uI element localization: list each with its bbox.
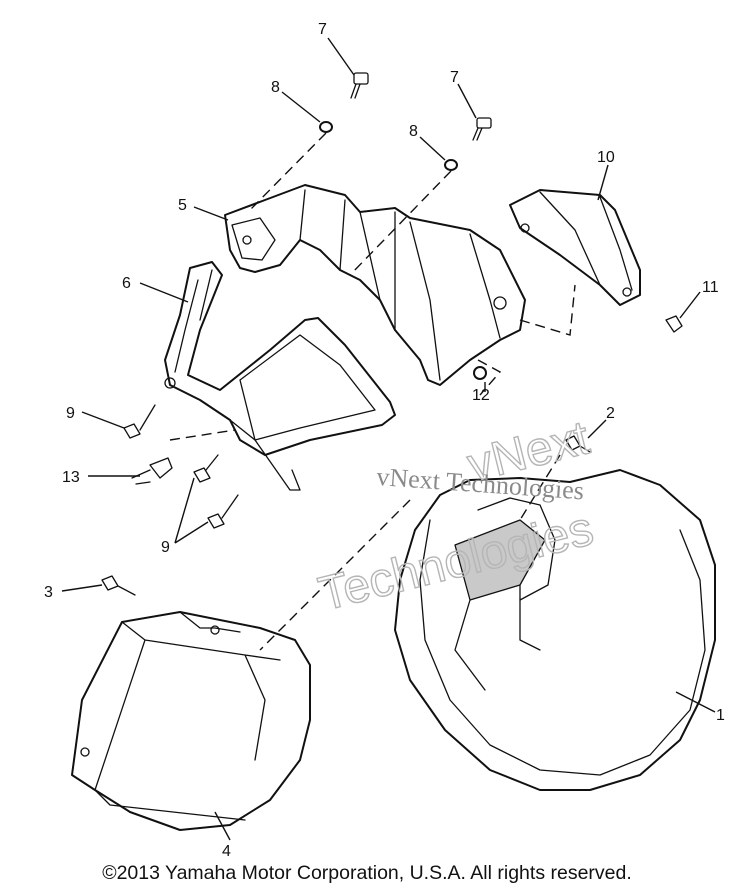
watermark: vNext Technologies vNext Technologies [313,411,599,622]
callout-2: 2 [606,405,615,422]
callout-7-left: 7 [318,21,327,38]
callout-8-right: 8 [409,123,418,140]
callout-1: 1 [716,707,725,724]
callout-7-right: 7 [450,69,459,86]
callout-9-upper: 9 [66,405,75,422]
cover [509,189,641,306]
callout-3: 3 [44,584,53,601]
lower-shroud [71,611,311,831]
callout-12: 12 [472,387,490,404]
callout-10: 10 [597,149,615,166]
callout-4: 4 [222,843,231,860]
watermark-outline-bottom: Technologies [314,502,599,621]
callout-11: 11 [702,279,719,296]
callout-labels: 7 8 7 8 10 5 6 11 9 12 2 13 9 3 1 4 [44,21,725,860]
assembly-lines [169,132,576,651]
upper-air-duct [224,184,526,386]
callout-6: 6 [122,275,131,292]
copyright-notice: ©2013 Yamaha Motor Corporation, U.S.A. A… [102,862,632,884]
callout-8-left: 8 [271,79,280,96]
callout-9-lower: 9 [161,539,170,556]
leader-lines [61,37,716,841]
callout-13: 13 [62,469,80,486]
blower-housing [394,469,716,791]
small-parts [101,72,683,596]
callout-5: 5 [178,197,187,214]
mounting-bracket [164,261,396,491]
